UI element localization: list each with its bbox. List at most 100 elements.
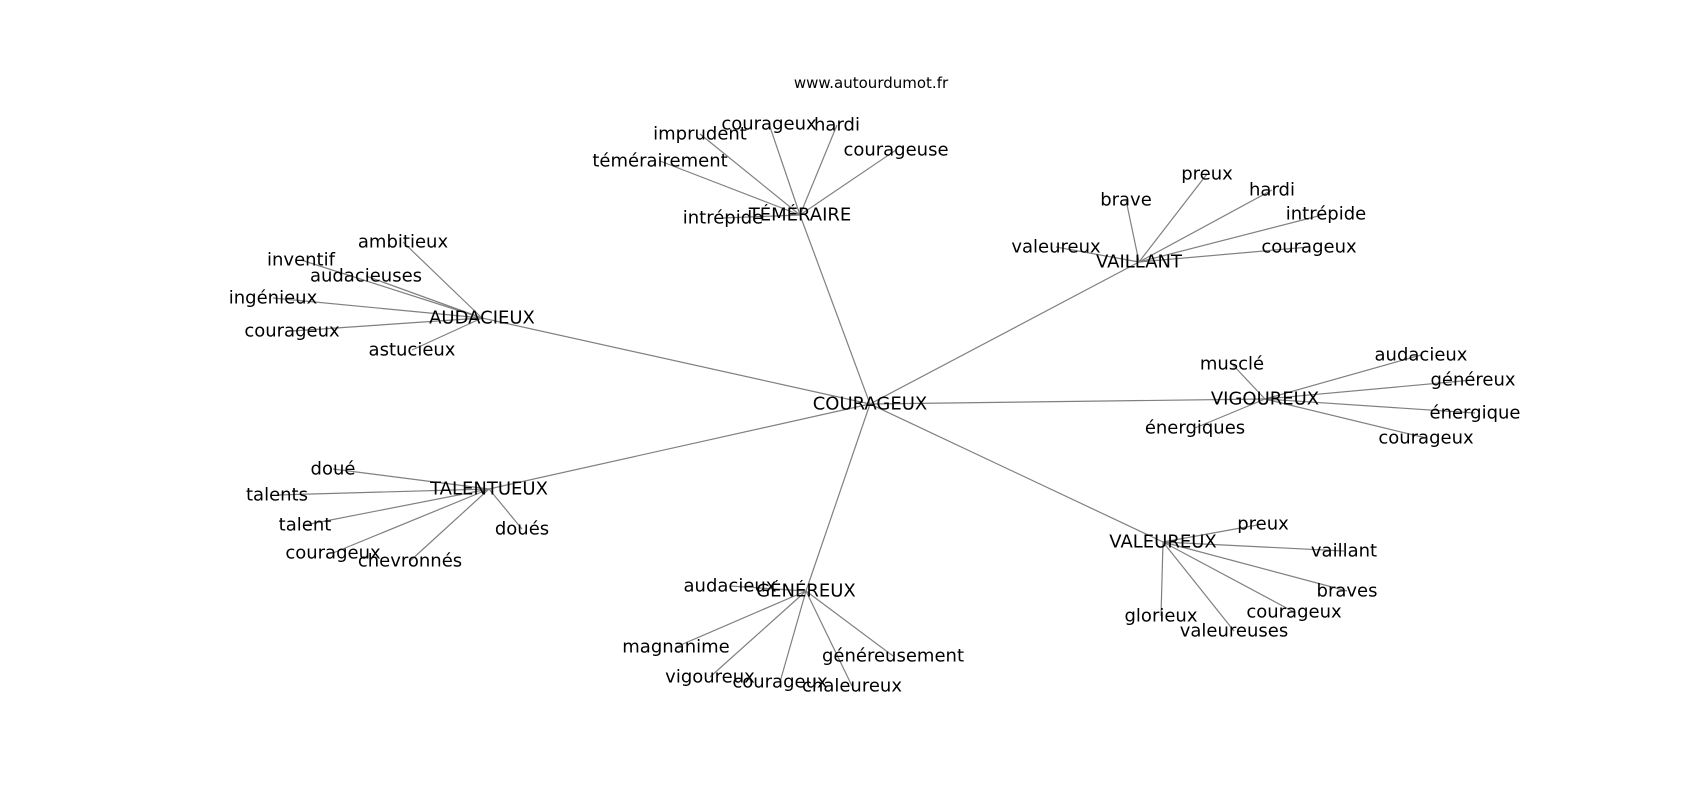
edge-audacieux-leaf [272,297,483,319]
leaf-node: preux [1237,514,1289,535]
edge-audacieux-leaf [411,317,483,351]
edge-vigoureux-leaf [1264,379,1474,400]
edge-vigoureux-leaf [1264,354,1422,400]
edge-talentueux-leaf [332,488,490,554]
edge-audacieux-leaf [300,259,483,319]
leaf-node: généreux [1430,370,1515,391]
leaf-node: brave [1100,190,1152,211]
edge-center-temeraire [799,214,871,405]
edge-temeraire-leaf [799,124,838,216]
edge-audacieux-leaf [402,241,483,319]
cluster-node-genereux: GÉNÉREUX [756,580,856,602]
cluster-node-vigoureux: VIGOUREUX [1211,389,1319,410]
edge-valeureux-leaf [1162,541,1348,592]
leaf-node: hardi [814,115,860,136]
leaf-node: généreusement [822,646,964,667]
graph-labels: www.autourdumot.fr COURAGEUX TÉMÉRAIRE imp… [229,74,1521,697]
cluster-node-talentueux: TALENTUEUX [429,479,548,500]
leaf-node: courageux [732,672,828,693]
edge-temeraire-leaf [699,133,801,216]
leaf-node: braves [1317,581,1378,602]
edge-vaillant-leaf [1138,246,1310,263]
edge-vigoureux-leaf [1264,398,1427,439]
leaf-node: courageux [244,321,340,342]
leaf-node: ambitieux [358,232,449,253]
site-url-label: www.autourdumot.fr [794,74,949,92]
edge-valeureux-leaf [1162,541,1345,552]
leaf-node: chevronnés [358,551,462,572]
leaf-node: talent [279,515,332,536]
edge-valeureux-leaf [1162,541,1295,613]
edge-temeraire-leaf [768,123,801,216]
leaf-node: talents [246,485,308,506]
leaf-node: courageux [285,543,381,564]
leaf-node: inventif [267,250,336,271]
leaf-node: doué [311,459,356,480]
cluster-node-valeureux: VALEUREUX [1109,532,1216,553]
edge-genereux-leaf [805,590,853,687]
edge-audacieux-leaf [291,317,483,332]
leaf-node: valeureuses [1180,621,1288,642]
cluster-node-temeraire: TÉMÉRAIRE [748,204,852,226]
edge-vaillant-leaf [1125,199,1140,263]
edge-genereux-leaf [805,590,894,657]
leaf-node: ingénieux [229,288,318,309]
center-node-label: COURAGEUX [813,394,928,415]
leaf-node: magnanime [622,637,729,658]
leaf-node: courageux [721,114,817,135]
cluster-node-audacieux: AUDACIEUX [429,308,535,329]
edge-center-genereux [805,403,871,592]
edge-talentueux-leaf [304,488,490,526]
edge-center-audacieux [481,317,871,405]
edge-valeureux-leaf [1162,523,1264,543]
leaf-node: intrépide [683,208,763,229]
leaf-node: courageux [1246,602,1342,623]
leaf-node: glorieux [1125,606,1198,627]
edge-temeraire-leaf [799,149,897,216]
edge-center-valeureux [869,403,1164,543]
leaf-node: vaillant [1311,541,1377,562]
edge-talentueux-leaf [409,488,490,562]
edge-vaillant-leaf [1138,213,1327,263]
edge-audacieux-leaf [365,275,483,319]
edge-genereux-leaf [675,590,807,648]
leaf-node: musclé [1200,354,1264,375]
edge-vaillant-leaf [1138,189,1273,263]
leaf-node: valeureux [1011,237,1101,258]
leaf-node: astucieux [369,340,456,361]
leaf-node: audacieuses [310,266,422,287]
leaf-node: audacieux [1375,345,1468,366]
leaf-node: énergiques [1145,418,1245,439]
edge-temeraire-leaf [659,160,801,216]
leaf-node: courageuse [843,140,948,161]
leaf-node: hardi [1249,180,1295,201]
edge-center-vaillant [869,261,1140,405]
cluster-node-vaillant: VAILLANT [1096,252,1183,273]
leaf-node: courageux [1378,428,1474,449]
edge-vaillant-leaf [1055,246,1140,263]
leaf-node: preux [1181,164,1233,185]
leaf-node: témérairement [592,151,727,172]
leaf-node: chaleureux [802,676,902,697]
edge-talentueux-leaf [488,488,523,530]
graph-edges [272,123,1476,687]
edge-valeureux-leaf [1160,541,1164,617]
leaf-node: vigoureux [665,667,755,688]
leaf-node: intrépide [1286,204,1366,225]
edge-vigoureux-leaf [1264,398,1476,414]
edge-temeraire-leaf [722,214,801,219]
edge-vaillant-leaf [1138,173,1208,263]
edge-genereux-leaf [709,590,807,678]
edge-genereux-leaf [779,590,807,683]
edge-center-talentueux [488,403,871,490]
edge-vigoureux-leaf [1194,398,1266,429]
leaf-node: énergique [1430,403,1521,424]
leaf-node: courageux [1261,237,1357,258]
edge-genereux-leaf [729,585,807,592]
leaf-node: audacieux [684,576,777,597]
leaf-node: imprudent [653,124,747,145]
edge-vigoureux-leaf [1231,363,1266,400]
edge-talentueux-leaf [332,468,490,490]
edge-talentueux-leaf [276,488,490,496]
